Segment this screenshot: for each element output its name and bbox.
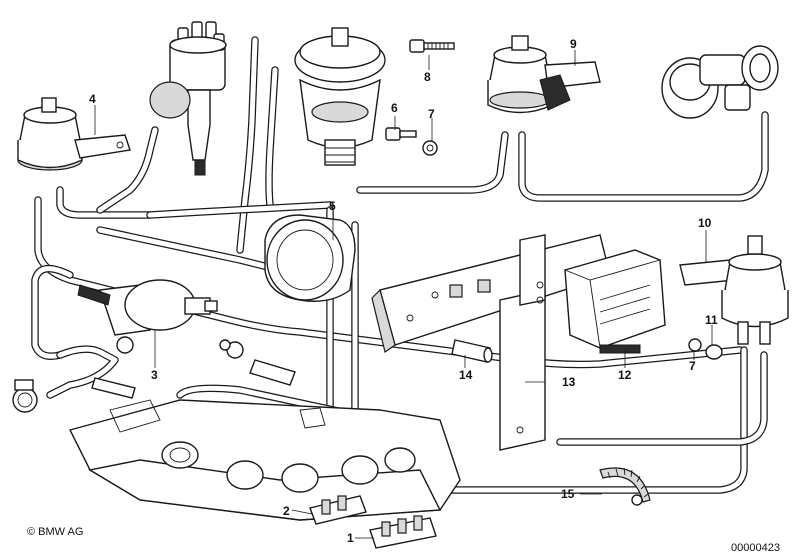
vacuum-hose-network: [31, 36, 769, 494]
distributor: [149, 21, 227, 176]
callout-12[interactable]: 12: [618, 368, 632, 382]
callout-7-right[interactable]: 7: [689, 359, 696, 373]
grommet-11: [705, 344, 723, 360]
callout-14[interactable]: 14: [459, 368, 473, 382]
callout-10[interactable]: 10: [698, 216, 712, 230]
pressure-regulator-4: [17, 97, 131, 171]
hose-clamp-small: [116, 336, 244, 359]
pressure-regulator-10: [679, 235, 789, 345]
callout-6[interactable]: 6: [391, 101, 398, 115]
screw-6: [385, 127, 417, 141]
callout-9[interactable]: 9: [570, 37, 577, 51]
intake-manifold: [68, 399, 461, 521]
copyright-notice: © BMW AG: [27, 526, 84, 538]
callout-7-top[interactable]: 7: [428, 107, 435, 121]
callout-3[interactable]: 3: [151, 368, 158, 382]
hose-clip-2: [309, 495, 367, 525]
vacuum-control-unit: [294, 27, 386, 166]
pressure-regulator-9: [487, 35, 601, 114]
relay-housing: [264, 214, 356, 302]
callout-4[interactable]: 4: [89, 92, 96, 106]
vacuum-valve-3: [77, 279, 218, 336]
callout-2[interactable]: 2: [283, 504, 290, 518]
washer-7-right: [688, 338, 702, 352]
nut-7: [422, 140, 438, 156]
spacer-14: [451, 339, 493, 363]
control-unit-12: [564, 249, 666, 354]
callout-1[interactable]: 1: [347, 531, 354, 545]
hose-piece: [91, 359, 296, 399]
callout-5[interactable]: 5: [329, 199, 336, 213]
diagram-number: 00000423: [731, 542, 780, 554]
callout-8[interactable]: 8: [424, 70, 431, 84]
callout-15[interactable]: 15: [561, 487, 575, 501]
leader-lines: [94, 50, 713, 539]
hose-clamp-left: [12, 379, 38, 413]
bolt-8: [409, 39, 455, 53]
cable-strap-15: [599, 467, 651, 506]
thermo-valve-housing: [661, 45, 779, 119]
callout-13[interactable]: 13: [562, 375, 576, 389]
hose-clip-1: [369, 515, 437, 549]
callout-11[interactable]: 11: [705, 313, 718, 327]
